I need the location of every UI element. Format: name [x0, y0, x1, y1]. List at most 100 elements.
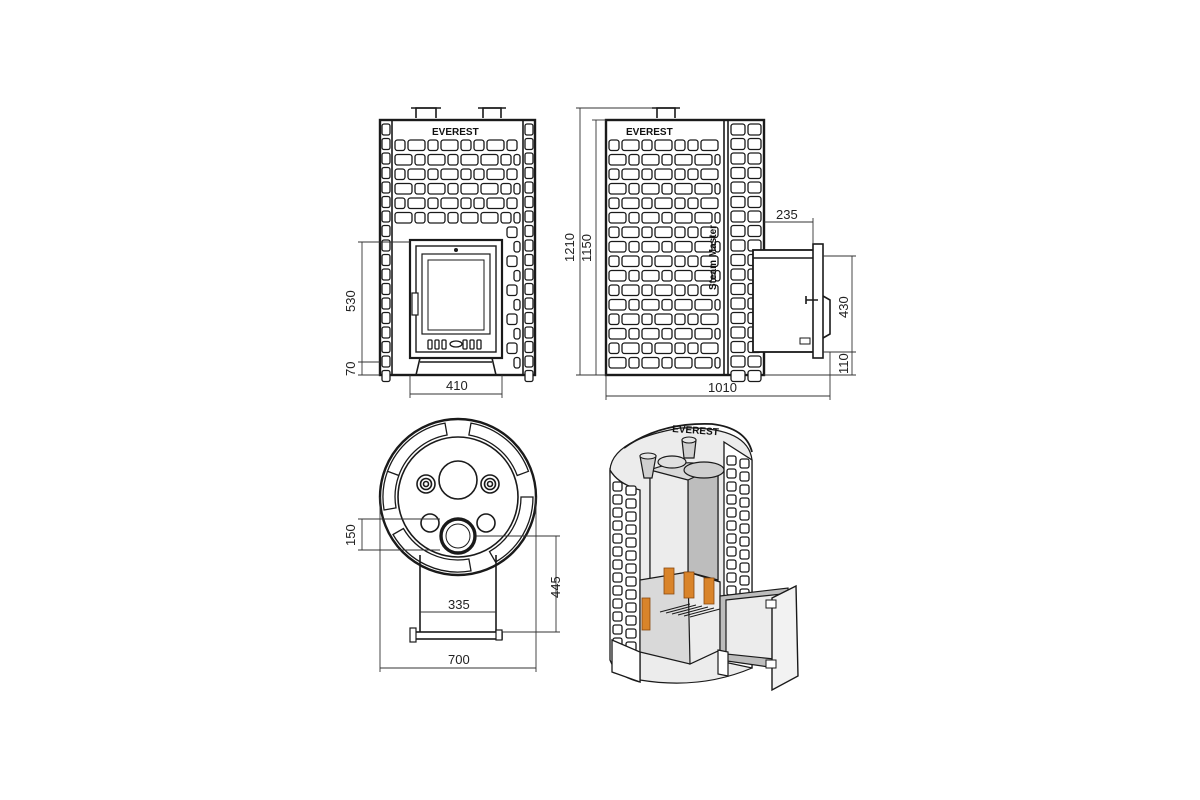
- iso-slot: [726, 494, 737, 505]
- brick-slot: [394, 197, 406, 210]
- brick-slot: [621, 313, 640, 326]
- brick-slot: [687, 255, 699, 268]
- iso-slot: [739, 575, 750, 586]
- iso-brand-label: EVEREST: [672, 424, 719, 438]
- brick-slot: [447, 153, 459, 166]
- brick-slot: [674, 226, 686, 239]
- iso-slot: [726, 481, 737, 492]
- brick-slot: [621, 284, 640, 297]
- brick-slot: [674, 153, 693, 166]
- brick-slot: [747, 224, 762, 238]
- top-port-left: [420, 513, 440, 533]
- top-water-opening: [438, 460, 478, 500]
- brick-slot: [730, 297, 746, 310]
- brick-slot: [608, 182, 627, 195]
- brick-slot: [381, 195, 391, 209]
- brick-slot: [486, 139, 505, 152]
- dim-top-offset: 150: [343, 524, 358, 546]
- brick-slot: [524, 137, 534, 151]
- brick-slot: [674, 356, 693, 369]
- brick-slot: [608, 269, 627, 282]
- door-vent-slot: [476, 339, 482, 350]
- brick-slot: [747, 123, 762, 136]
- iso-slot: [625, 589, 637, 600]
- dim-side-firebox-height: 430: [836, 296, 851, 318]
- brick-slot: [714, 211, 721, 224]
- brick-slot: [730, 268, 746, 281]
- iso-grate-bar: [689, 608, 721, 618]
- iso-slot: [726, 507, 737, 518]
- brick-slot: [687, 168, 699, 181]
- dim-top-firebox-width: 335: [448, 597, 470, 612]
- brick-slot: [674, 197, 686, 210]
- brick-slot: [714, 153, 721, 166]
- brick-slot: [381, 340, 391, 354]
- brick-slot: [500, 211, 512, 224]
- brick-slot: [714, 356, 721, 369]
- side-firebox-tunnel: [752, 243, 831, 359]
- brick-slot: [641, 356, 660, 369]
- brick-slot: [628, 182, 640, 195]
- brick-slot: [381, 326, 391, 339]
- brick-slot: [730, 181, 746, 194]
- brick-slot: [486, 168, 505, 181]
- dim-top-firebox-depth: 445: [548, 576, 563, 598]
- brick-slot: [730, 355, 746, 368]
- iso-slot: [612, 611, 623, 622]
- brick-slot: [694, 298, 713, 311]
- brick-slot: [694, 356, 713, 369]
- brick-slot: [506, 168, 518, 181]
- brick-slot: [661, 182, 673, 195]
- brick-slot: [506, 197, 518, 210]
- door-air-vents: [427, 339, 482, 350]
- door-vent-slot: [469, 339, 475, 350]
- brick-slot: [506, 255, 518, 268]
- brick-slot: [714, 298, 721, 311]
- brick-slot: [506, 284, 518, 297]
- brick-slot: [674, 327, 693, 340]
- brick-slot: [480, 182, 499, 195]
- iso-slot: [612, 507, 623, 518]
- brick-slot: [473, 139, 485, 152]
- brick-slot: [628, 327, 640, 340]
- dim-front-door-width: 410: [446, 378, 468, 393]
- dim-side-firebox-offset: 235: [776, 207, 798, 222]
- brick-slot: [513, 327, 521, 340]
- brick-slot: [427, 182, 446, 195]
- top-ring-slot: [386, 422, 448, 477]
- top-ring-slot: [488, 496, 534, 563]
- brick-slot: [687, 197, 699, 210]
- brick-slot: [674, 255, 686, 268]
- brick-slot: [460, 153, 479, 166]
- brick-slot: [381, 297, 391, 310]
- top-view: 150 445 335 700: [343, 417, 563, 672]
- brick-slot: [621, 139, 640, 152]
- brick-slot: [381, 268, 391, 281]
- brick-slot: [700, 168, 719, 181]
- brick-slot: [394, 168, 406, 181]
- iso-firebox-door-frame: [771, 584, 799, 692]
- brick-slot: [700, 139, 719, 152]
- brick-slot: [747, 181, 762, 194]
- brick-slot: [694, 153, 713, 166]
- brick-slot: [641, 255, 653, 268]
- brick-slot: [394, 153, 413, 166]
- brick-slot: [628, 298, 640, 311]
- brick-slot: [641, 342, 653, 355]
- front-fire-door: [408, 238, 504, 360]
- brick-slot: [524, 224, 534, 238]
- brick-slot: [608, 226, 620, 239]
- brick-slot: [730, 123, 746, 136]
- brick-slot: [714, 327, 721, 340]
- brick-slot: [641, 168, 653, 181]
- brick-slot: [730, 340, 746, 354]
- brick-slot: [694, 211, 713, 224]
- iso-slot: [625, 602, 637, 613]
- iso-slot: [726, 455, 737, 466]
- brick-slot: [500, 182, 512, 195]
- brick-slot: [524, 282, 534, 296]
- brick-slot: [714, 182, 721, 195]
- brick-slot: [730, 253, 746, 267]
- brick-slot: [608, 255, 620, 268]
